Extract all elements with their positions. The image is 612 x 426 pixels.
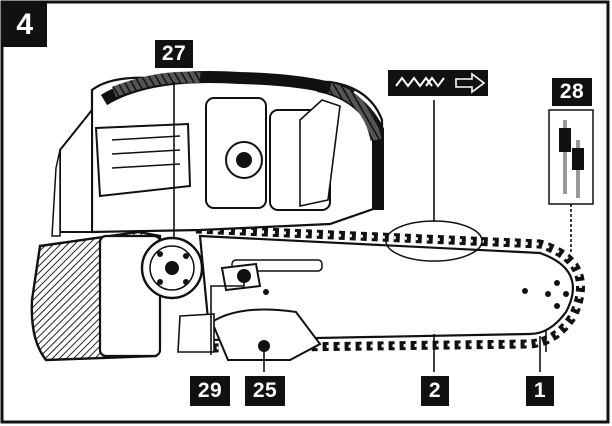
leader-lines	[173, 82, 572, 372]
callout-29: 29	[190, 376, 230, 406]
chain-direction-symbol	[388, 70, 488, 96]
rear-handle	[100, 70, 384, 210]
housing-details	[94, 97, 341, 211]
callout-28: 28	[552, 78, 592, 106]
callout-2: 2	[421, 376, 449, 406]
figure-number-badge: 4	[3, 3, 47, 47]
saw-chain	[195, 224, 585, 353]
callout-25: 25	[245, 376, 285, 406]
sprocket-cover	[30, 230, 204, 362]
callout-1: 1	[526, 376, 554, 406]
callout-27: 27	[155, 40, 193, 68]
tensioner-and-oil-pump	[177, 262, 322, 361]
chain-detail-box	[548, 109, 594, 205]
